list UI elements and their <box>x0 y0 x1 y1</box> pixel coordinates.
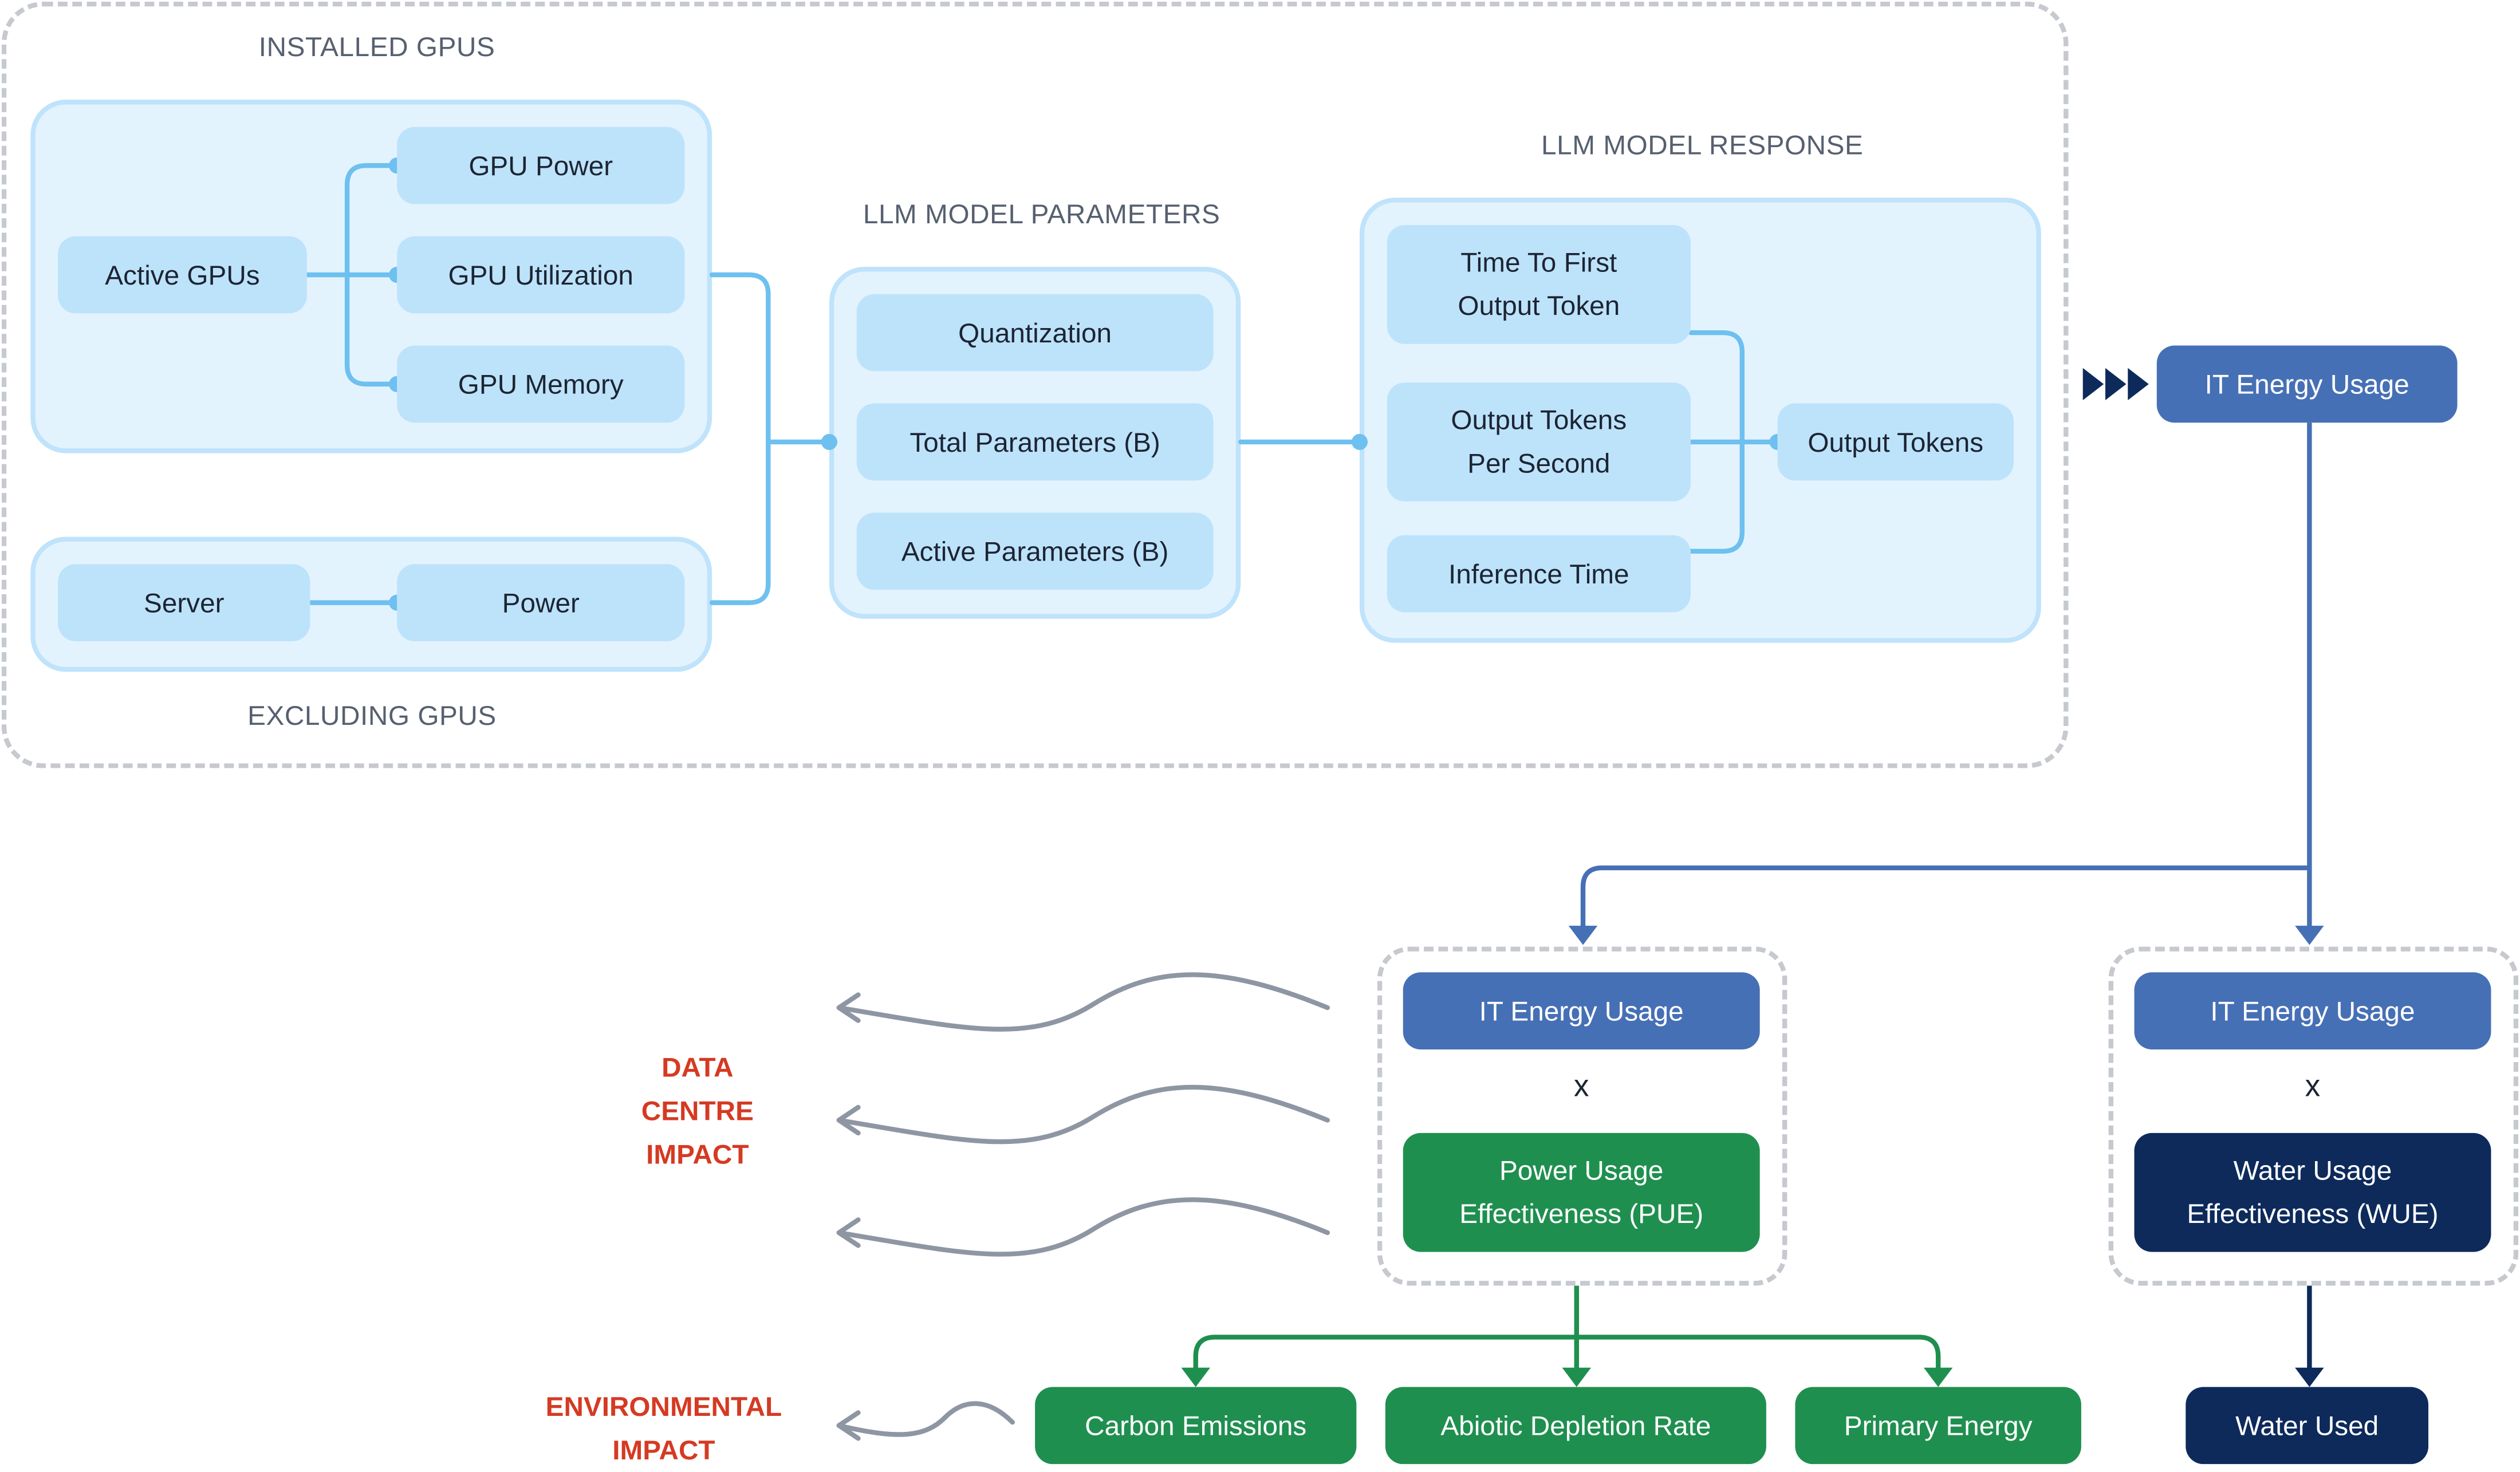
pue-it-energy-label: IT Energy Usage <box>1479 995 1684 1027</box>
inference-time-label: Inference Time <box>1448 558 1629 589</box>
output-tokens-node: Output Tokens <box>1777 403 2014 481</box>
tokens-per-second-label: Output Tokens Per Second <box>1451 405 1627 479</box>
abiotic-depletion-node: Abiotic Depletion Rate <box>1385 1387 1766 1465</box>
output-tokens-label: Output Tokens <box>1808 427 1984 457</box>
pue-branch-line <box>1193 1335 1941 1370</box>
wave-arrow-2-head <box>836 1104 861 1136</box>
pue-node: Power Usage Effectiveness (PUE) <box>1403 1132 1760 1252</box>
arrow-to-pue-box <box>1568 925 1598 945</box>
pue-label: Power Usage Effectiveness (PUE) <box>1459 1155 1704 1230</box>
wue-calculation-box <box>2108 946 2519 1286</box>
water-used-label: Water Used <box>2235 1410 2379 1441</box>
carbon-emissions-label: Carbon Emissions <box>1085 1410 1307 1441</box>
server-label: Server <box>144 587 225 618</box>
wave-arrow-3 <box>836 1197 1330 1257</box>
total-parameters-node: Total Parameters (B) <box>856 403 1214 481</box>
pue-it-energy-node: IT Energy Usage <box>1403 972 1760 1049</box>
active-gpus-node: Active GPUs <box>58 236 307 314</box>
gpu-power-label: GPU Power <box>468 150 613 181</box>
wave-arrow-env-head <box>836 1410 861 1441</box>
inference-time-node: Inference Time <box>1387 535 1691 613</box>
abiotic-depletion-label: Abiotic Depletion Rate <box>1440 1410 1711 1441</box>
arrow-to-wue-box <box>2295 925 2324 945</box>
active-gpus-label: Active GPUs <box>105 259 260 290</box>
arrow-water-used <box>2295 1367 2324 1387</box>
power-label: Power <box>502 587 580 618</box>
it-energy-split-line <box>1580 865 2310 929</box>
it-energy-usage-label: IT Energy Usage <box>2204 369 2409 400</box>
environmental-impact-label: ENVIRONMENTAL IMPACT <box>545 1391 782 1466</box>
dot-params-in <box>821 433 837 450</box>
gpu-utilization-node: GPU Utilization <box>397 236 685 314</box>
inputs-container <box>1 1 2069 768</box>
gpu-branch-connector <box>344 163 400 387</box>
wave-arrow-env <box>836 1401 1015 1437</box>
water-used-node: Water Used <box>2186 1387 2429 1465</box>
it-energy-usage-node: IT Energy Usage <box>2156 345 2458 423</box>
wue-label: Water Usage Effectiveness (WUE) <box>2187 1155 2439 1230</box>
tokens-per-second-node: Output Tokens Per Second <box>1387 382 1691 502</box>
wue-node: Water Usage Effectiveness (WUE) <box>2134 1132 2491 1252</box>
primary-energy-label: Primary Energy <box>1844 1410 2033 1441</box>
gpu-memory-node: GPU Memory <box>397 345 685 423</box>
wave-arrow-1-head <box>836 992 861 1023</box>
wave-arrow-2 <box>836 1084 1330 1145</box>
arrow-carbon <box>1181 1367 1210 1387</box>
carbon-emissions-node: Carbon Emissions <box>1035 1387 1357 1465</box>
llm-parameters-title: LLM MODEL PARAMETERS <box>863 199 1220 230</box>
gpu-panel-connector <box>709 272 771 605</box>
gpu-utilization-label: GPU Utilization <box>448 259 633 290</box>
time-to-first-token-label: Time To First Output Token <box>1458 247 1620 322</box>
flow-chevrons <box>2082 368 2149 400</box>
dot-response-in <box>1351 433 1368 450</box>
quantization-node: Quantization <box>856 294 1214 372</box>
llm-response-title: LLM MODEL RESPONSE <box>1541 130 1864 161</box>
server-node: Server <box>58 564 310 641</box>
wave-arrow-3-head <box>836 1217 861 1248</box>
pue-calculation-box <box>1377 946 1787 1286</box>
wue-it-energy-node: IT Energy Usage <box>2134 972 2491 1049</box>
installed-gpus-title: INSTALLED GPUS <box>258 32 495 63</box>
wue-it-energy-label: IT Energy Usage <box>2210 995 2415 1027</box>
gpu-memory-label: GPU Memory <box>458 369 624 400</box>
arrow-abiotic <box>1562 1367 1592 1387</box>
quantization-label: Quantization <box>958 317 1112 348</box>
excluding-gpus-title: EXCLUDING GPUS <box>247 700 497 732</box>
active-parameters-label: Active Parameters (B) <box>901 536 1169 567</box>
power-node: Power <box>397 564 685 641</box>
pue-multiply-sign: x <box>1573 1070 1589 1104</box>
total-parameters-label: Total Parameters (B) <box>909 427 1160 457</box>
active-parameters-node: Active Parameters (B) <box>856 512 1214 590</box>
primary-energy-node: Primary Energy <box>1795 1387 2081 1465</box>
time-to-first-token-node: Time To First Output Token <box>1387 224 1691 344</box>
wave-arrow-1 <box>836 972 1330 1032</box>
wue-multiply-sign: x <box>2305 1070 2321 1104</box>
arrow-primary <box>1923 1367 1953 1387</box>
data-centre-impact-label: DATA CENTRE IMPACT <box>641 1052 754 1170</box>
gpu-power-node: GPU Power <box>397 127 685 204</box>
